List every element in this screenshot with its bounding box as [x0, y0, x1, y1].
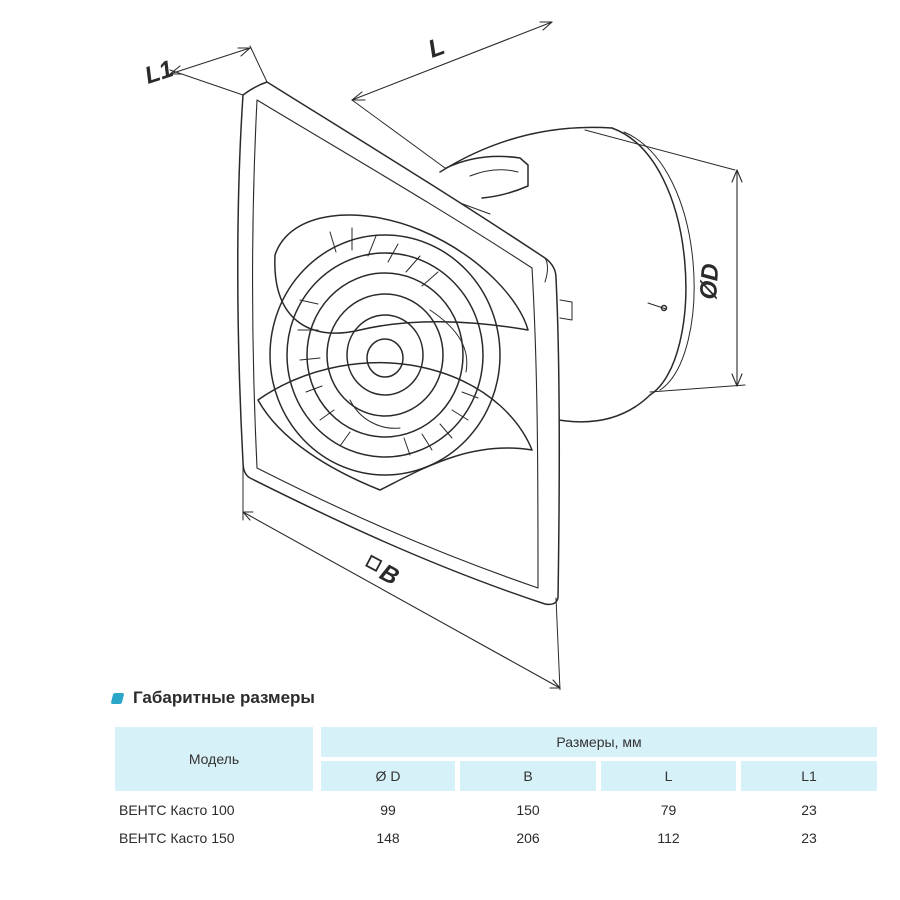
column-header-l: L: [601, 761, 736, 791]
bullet-icon: [110, 692, 125, 704]
row-value-l: 79: [660, 802, 677, 818]
duct-spigot: [439, 126, 695, 423]
dim-label-d: ØD: [695, 263, 724, 301]
group-header-label: Размеры, мм: [556, 734, 642, 750]
dim-label-l: L: [424, 32, 448, 64]
section-title-text: Габаритные размеры: [133, 688, 315, 707]
model-header: Модель: [115, 727, 313, 791]
row-value-l: 112: [657, 830, 680, 846]
row-value-l1: 23: [801, 802, 817, 818]
row-value-b: 150: [516, 802, 540, 818]
extension-lines: [169, 45, 746, 690]
dim-label-b-group: B: [365, 554, 403, 591]
group-header: Размеры, мм: [321, 727, 877, 757]
model-header-label: Модель: [188, 751, 240, 767]
dimension-lines: [169, 21, 743, 689]
dim-label-l1: L1: [142, 55, 177, 89]
row-value-b: 206: [516, 830, 540, 846]
table-row: ВЕНТС Касто 100 99 150 79 23: [115, 797, 877, 823]
column-header-l1: L1: [741, 761, 877, 791]
front-panel: [237, 81, 561, 606]
column-header-b: B: [460, 761, 596, 791]
column-header-l1-label: L1: [801, 768, 817, 784]
column-header-l-label: L: [664, 768, 673, 784]
column-header-b-label: B: [523, 768, 533, 784]
row-value-d: 99: [380, 802, 396, 818]
fan-dimension-drawing: L1 L ØD B: [142, 21, 746, 690]
section-title: Габаритные размеры: [110, 686, 315, 710]
table-row: ВЕНТС Касто 150 148 206 112 23: [115, 825, 877, 851]
column-header-d-label: Ø D: [375, 768, 401, 784]
front-grille: [257, 214, 533, 491]
column-header-d: Ø D: [321, 761, 455, 791]
square-icon: [365, 554, 383, 572]
row-model: ВЕНТС Касто 100: [119, 802, 235, 818]
row-model: ВЕНТС Касто 150: [119, 830, 235, 846]
row-value-d: 148: [376, 830, 400, 846]
row-value-l1: 23: [801, 830, 817, 846]
